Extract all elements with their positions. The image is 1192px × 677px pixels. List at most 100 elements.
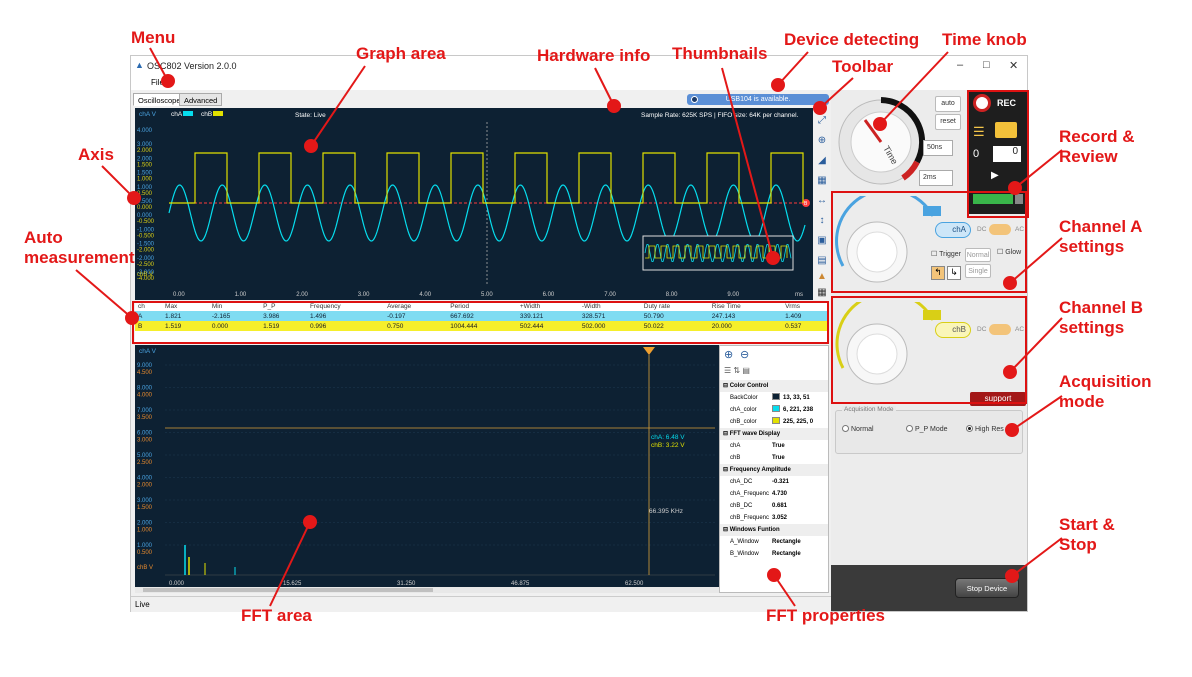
fft-chart-icon[interactable]: ▲: [817, 271, 827, 282]
cha-ac-label: AC: [1015, 226, 1025, 233]
cha-coupling-switch[interactable]: [989, 224, 1011, 235]
stop-device-button[interactable]: Stop Device: [955, 578, 1019, 598]
save-icon[interactable]: ▣: [817, 235, 827, 246]
fft-prop-category[interactable]: ⊟ Frequency Amplitude: [720, 464, 828, 476]
label-graph-area: Graph area: [356, 44, 446, 63]
menu-file[interactable]: File: [151, 78, 164, 87]
chb-coupling-switch[interactable]: [989, 324, 1011, 335]
tab-oscilloscope[interactable]: Oscilloscope: [133, 93, 186, 106]
chb-toggle[interactable]: chB: [935, 322, 971, 338]
maximize-icon[interactable]: □: [983, 59, 990, 71]
measurement-header-cell: +Width: [516, 301, 579, 311]
normal-button[interactable]: Normal: [965, 248, 991, 262]
measurement-header-cell: Period: [447, 301, 517, 311]
channel-b-settings: chB DC AC: [831, 300, 1027, 396]
fft-prop-value: 0.681: [772, 503, 788, 509]
y-tick-b: -2.500: [137, 262, 155, 268]
app-logo-icon: ▲: [135, 60, 144, 70]
stop-square-icon[interactable]: [1015, 194, 1023, 204]
y-tick-b: 0.500: [137, 191, 153, 197]
fit-screen-icon[interactable]: ⤢: [818, 115, 826, 126]
auto-button[interactable]: auto: [935, 96, 961, 112]
minimize-icon[interactable]: –: [957, 59, 964, 71]
device-status-bar[interactable]: USB104 is available.: [687, 94, 829, 105]
time-scale-select[interactable]: 2ms: [919, 170, 953, 186]
folder-icon[interactable]: [995, 122, 1017, 138]
fft-x-tick: 15.625: [283, 581, 302, 587]
fft-cursor-freq: 66.395 KHz: [649, 508, 683, 515]
falling-edge-icon[interactable]: ↳: [947, 266, 961, 280]
fft-y-tick-b: 2.000: [137, 483, 153, 489]
sort-icon[interactable]: ☰ ⇅ ▤: [724, 366, 750, 375]
fft-prop-key: ⊟ FFT wave Display: [723, 431, 781, 437]
acquisition-mode-title: Acquisition Mode: [842, 406, 896, 413]
horizontal-cursor-icon[interactable]: ↔: [817, 195, 827, 206]
single-button[interactable]: Single: [965, 264, 991, 278]
fft-y-tick-b: 2.500: [137, 460, 153, 466]
x-tick: 2.00: [296, 292, 308, 298]
fft-prop-row[interactable]: chA_DC-0.321: [720, 476, 828, 488]
fft-zoom-in-icon[interactable]: ⊕: [724, 349, 734, 361]
measurement-cell: -2.165: [208, 311, 261, 321]
fft-prop-category[interactable]: ⊟ Color Control: [720, 380, 828, 392]
fft-prop-value: True: [772, 443, 785, 449]
label-channel-a-line1: Channel A: [1059, 217, 1143, 236]
grid-icon[interactable]: ▦: [817, 175, 827, 186]
fft-x-tick: 0.000: [169, 581, 185, 587]
y-tick-b: 2.000: [137, 148, 153, 154]
fft-prop-value: 4.730: [772, 491, 788, 497]
y-tick-a: 1.500: [137, 171, 153, 177]
fft-y-tick-b: 1.000: [137, 528, 153, 534]
trigger-label: Trigger: [939, 251, 962, 258]
fft-y-tick-a: 3.000: [137, 498, 153, 504]
close-icon[interactable]: ✕: [1009, 60, 1019, 72]
cha-toggle[interactable]: chA: [935, 222, 971, 238]
channel-a-knob[interactable]: [833, 196, 943, 292]
legend-chb: chB: [201, 111, 212, 118]
acq-pp-radio[interactable]: P_P Mode: [906, 425, 948, 433]
tab-advanced[interactable]: Advanced: [179, 93, 223, 106]
label-thumbnails: Thumbnails: [672, 44, 768, 63]
reset-button[interactable]: reset: [935, 114, 961, 130]
equalizer-icon[interactable]: ☰: [973, 124, 985, 139]
layout-icon[interactable]: ▦: [817, 287, 827, 298]
fft-cursor-b: chB: 3.22 V: [651, 442, 685, 449]
fft-zoom-out-icon[interactable]: ⊖: [740, 349, 750, 361]
measurement-cell: 502.444: [516, 321, 579, 331]
time-div-select[interactable]: 50ns: [923, 140, 953, 156]
time-panel: Time auto reset 50ns 2ms: [831, 90, 969, 190]
measurement-header-cell: P_P: [260, 301, 307, 311]
channel-b-knob[interactable]: [833, 302, 943, 394]
acq-hires-radio[interactable]: High Res: [966, 425, 1004, 433]
rising-edge-icon[interactable]: ↰: [931, 266, 945, 280]
fft-prop-category[interactable]: ⊟ Windows Funtion: [720, 524, 828, 536]
fft-prop-key: A_Window: [730, 539, 759, 545]
ruler-icon[interactable]: ◢: [818, 155, 826, 166]
fft-prop-category[interactable]: ⊟ FFT wave Display: [720, 428, 828, 440]
legend-chb-swatch: [213, 111, 223, 116]
play-icon[interactable]: ▶: [991, 170, 999, 181]
acq-normal-radio[interactable]: Normal: [842, 425, 874, 433]
vertical-cursor-icon[interactable]: ↕: [819, 215, 825, 226]
zoom-in-icon[interactable]: ⊕: [817, 135, 827, 146]
trigger-checkbox[interactable]: ☐ Trigger: [931, 251, 962, 258]
record-icon[interactable]: [973, 94, 991, 112]
picture-icon[interactable]: ▤: [817, 255, 827, 266]
fft-prop-value: 6, 221, 238: [772, 404, 813, 416]
